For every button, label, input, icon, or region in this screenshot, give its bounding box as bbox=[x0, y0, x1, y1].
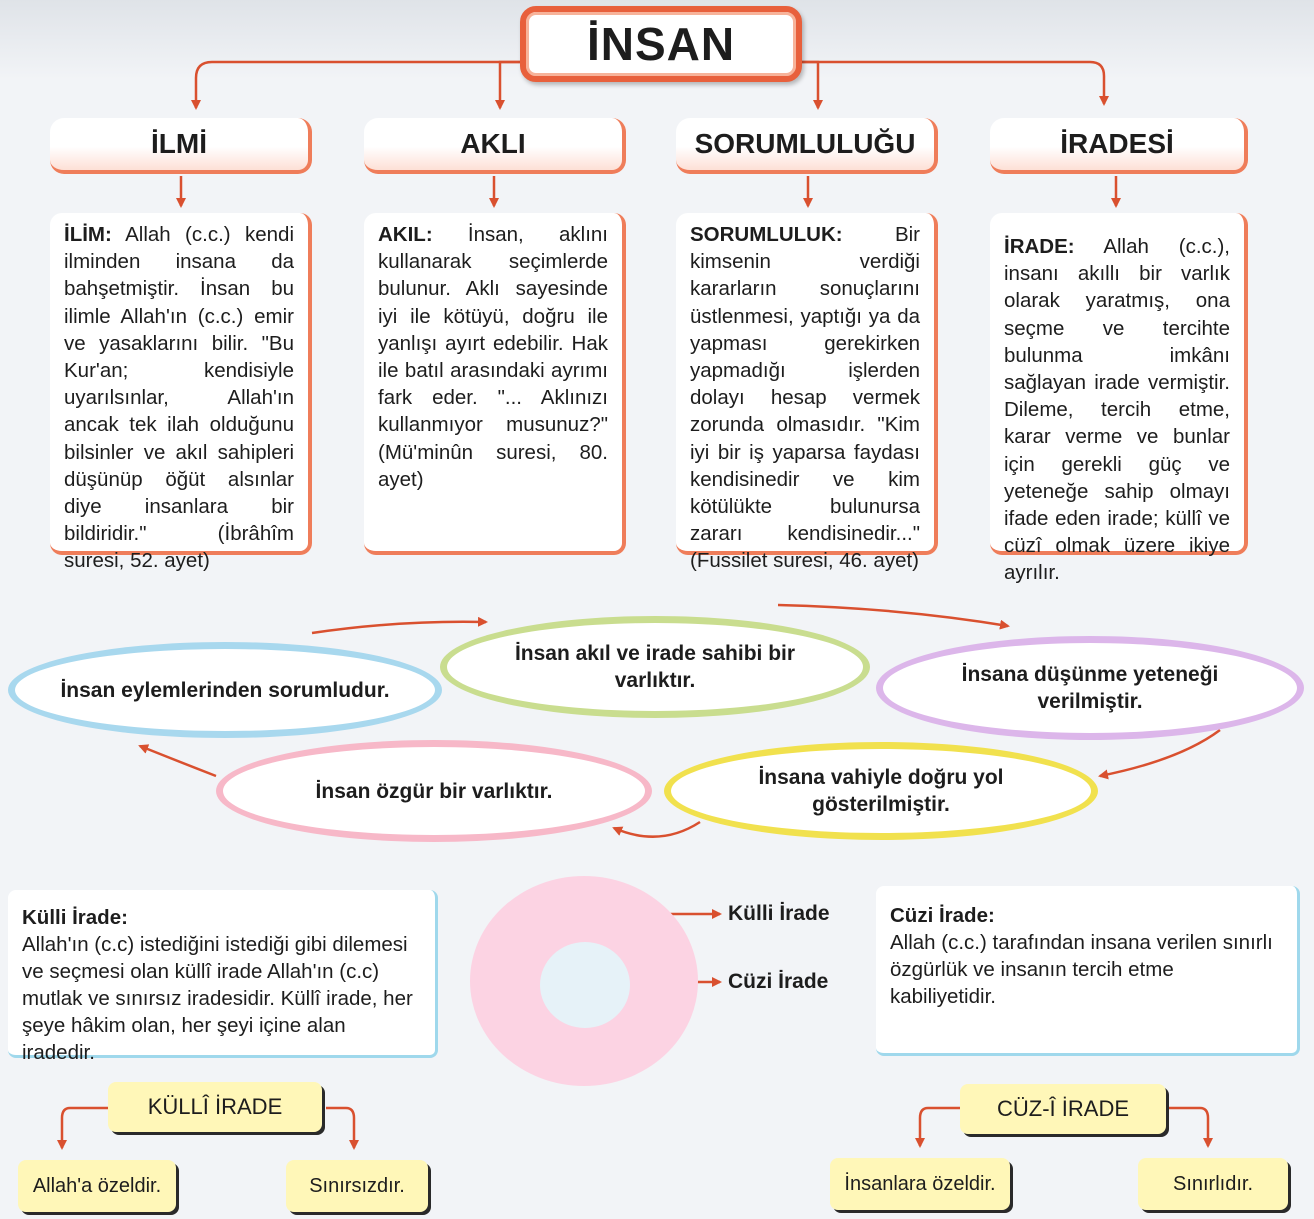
heading-akli: AKLI bbox=[364, 118, 626, 174]
info-cuzi-text: Allah (c.c.) tarafından insana verilen s… bbox=[890, 931, 1273, 1008]
cycle-ellipse-akil-irade: İnsan akıl ve irade sahibi bir varlıktır… bbox=[440, 616, 870, 718]
definition-ilim: İLİM: Allah (c.c.) kendi ilminden insana… bbox=[50, 213, 312, 572]
info-kulli-irade: Külli İrade: Allah'ın (c.c) istediğini i… bbox=[8, 890, 438, 1064]
irade-inner-circle bbox=[540, 942, 630, 1028]
arrow-cycle-2 bbox=[777, 603, 1010, 630]
cuzi-irade-heading: CÜZ-Î İRADE bbox=[960, 1084, 1166, 1134]
cycle-ellipse-ozgur: İnsan özgür bir varlıktır. bbox=[216, 740, 652, 842]
heading-iradesi: İRADESİ bbox=[990, 118, 1248, 174]
info-cuzi-irade: Cüzi İrade: Allah (c.c.) tarafından insa… bbox=[876, 886, 1300, 1056]
arrow-bl-a bbox=[57, 1106, 108, 1150]
text-ilim: Allah (c.c.) kendi ilminden insana da ba… bbox=[64, 223, 294, 573]
heading-sorumlulugu: SORUMLULUĞU bbox=[676, 118, 938, 174]
arrow-cycle-4 bbox=[612, 820, 701, 838]
term-irade: İRADE: bbox=[1004, 235, 1075, 258]
arrow-bl-b bbox=[326, 1106, 359, 1150]
circle-label-kulli: Külli İrade bbox=[728, 902, 830, 925]
kulli-irade-heading: KÜLLÎ İRADE bbox=[108, 1082, 322, 1132]
info-kulli-text: Allah'ın (c.c) istediğini istediği gibi … bbox=[22, 933, 413, 1064]
arrow-cycle-5 bbox=[138, 744, 217, 778]
heading-ilmi: İLMİ bbox=[50, 118, 312, 174]
arrow-br-b bbox=[1168, 1106, 1213, 1148]
kulli-irade-item-a: Allah'a özeldir. bbox=[18, 1160, 176, 1212]
info-kulli-title: Külli İrade: bbox=[22, 906, 128, 929]
text-akil: İnsan, aklını kullanarak seçimlerde bulu… bbox=[378, 223, 608, 491]
cuzi-irade-item-a: İnsanlara özeldir. bbox=[830, 1158, 1010, 1210]
arrow-br-a bbox=[915, 1106, 960, 1148]
page-title: İNSAN bbox=[520, 6, 802, 82]
text-sorumluluk: Bir kimsenin verdiği kararların sonuçlar… bbox=[690, 223, 920, 573]
definition-irade: İRADE: Allah (c.c.), insanı akıllı bir v… bbox=[990, 213, 1248, 584]
cycle-ellipse-dusunme: İnsana düşünme yeteneği verilmiştir. bbox=[876, 636, 1304, 740]
cuzi-irade-item-b: Sınırlıdır. bbox=[1138, 1158, 1288, 1210]
cycle-ellipse-vahiy: İnsana vahiyle doğru yol gösterilmiştir. bbox=[664, 742, 1098, 840]
definition-akil: AKIL: İnsan, aklını kullanarak seçimlerd… bbox=[364, 213, 626, 555]
term-ilim: İLİM: bbox=[64, 223, 112, 246]
kulli-irade-item-b: Sınırsızdır. bbox=[286, 1160, 428, 1212]
term-sorumluluk: SORUMLULUK: bbox=[690, 223, 843, 246]
term-akil: AKIL: bbox=[378, 223, 433, 246]
definition-sorumluluk: SORUMLULUK: Bir kimsenin verdiği kararla… bbox=[676, 213, 938, 572]
cycle-ellipse-sorumlu: İnsan eylemlerinden sorumludur. bbox=[8, 642, 442, 738]
info-cuzi-title: Cüzi İrade: bbox=[890, 904, 995, 927]
arrow-cycle-1 bbox=[311, 616, 488, 635]
circle-label-cuzi: Cüzi İrade bbox=[728, 970, 829, 993]
text-irade: Allah (c.c.), insanı akıllı bir varlık o… bbox=[1004, 235, 1230, 585]
